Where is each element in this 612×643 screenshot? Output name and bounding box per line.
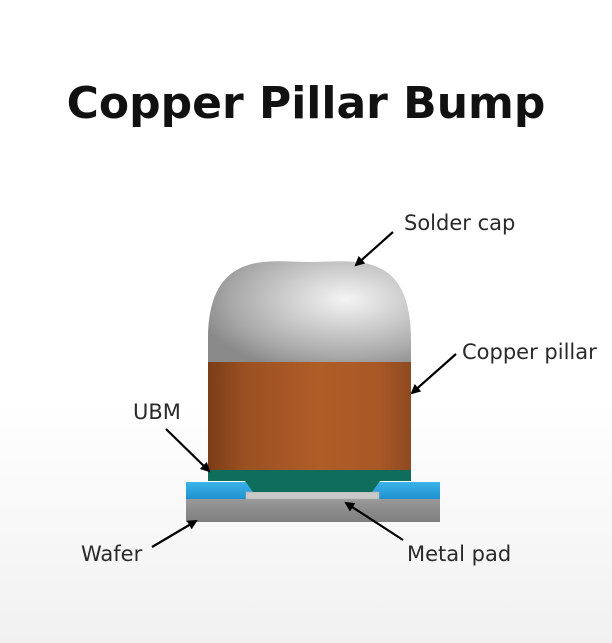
copper-pillar-arrow (410, 353, 457, 395)
metal-pad (245, 491, 380, 500)
solder-cap-label: Solder cap (404, 211, 516, 235)
wafer-arrow (151, 519, 198, 548)
ubm-arrow (165, 428, 211, 473)
ubm-layer (208, 470, 411, 492)
solder-cap-arrow (354, 231, 394, 267)
metal-pad-arrow (344, 501, 404, 541)
copper-pillar-label: Copper pillar (462, 340, 597, 364)
solder-cap (208, 261, 411, 362)
diagram-title: Copper Pillar Bump (66, 78, 546, 129)
wafer-label: Wafer (81, 542, 143, 566)
metal-pad-label: Metal pad (407, 542, 512, 566)
copper-pillar (208, 360, 411, 472)
wafer-layer (186, 498, 440, 522)
ubm-label: UBM (133, 400, 181, 424)
